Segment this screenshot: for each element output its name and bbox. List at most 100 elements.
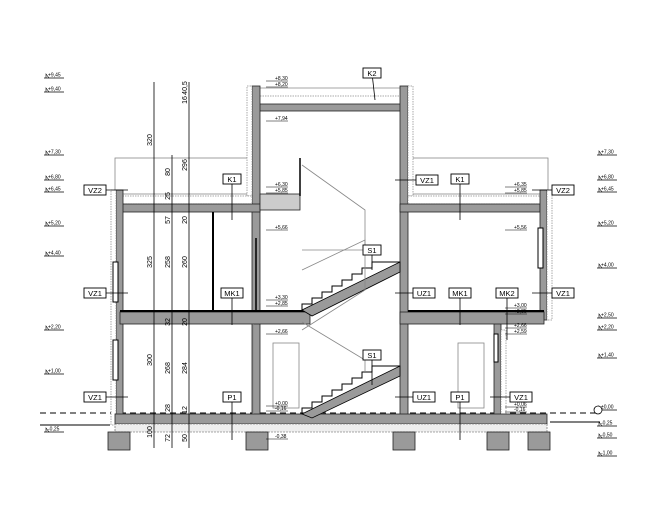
level-value: +2,50: [601, 313, 614, 319]
element-tag: MK1: [220, 287, 244, 325]
level-value: -0,25: [601, 421, 613, 427]
tag-label: K1: [227, 175, 236, 184]
tag-box: [362, 67, 382, 79]
level-marker: -1,00: [597, 451, 617, 457]
footing: [527, 431, 551, 451]
spot-level-value: +6,35: [514, 182, 527, 188]
level-marker: +1,40: [597, 353, 617, 359]
exterior-wall-right-lower-insulation: [500, 329, 507, 426]
spot-level: +8,30: [266, 76, 288, 82]
spot-level-value: -0,16: [275, 406, 287, 412]
dimension-value: 80: [165, 168, 172, 176]
element-tag: VZ1: [532, 287, 575, 299]
level-triangle-icon: [45, 427, 50, 433]
tag-label: VZ2: [88, 186, 102, 195]
level-marker: +5,20: [44, 221, 64, 227]
element-tag: K2: [362, 67, 382, 101]
level-value: +6,45: [48, 187, 61, 193]
tag-label: VZ1: [420, 176, 434, 185]
dimension-value: 325: [147, 256, 154, 268]
spot-level-value: +2,66: [275, 329, 288, 335]
dimension-value: 50: [182, 434, 189, 442]
level-triangle-icon: [598, 353, 603, 359]
tag-label: VZ1: [88, 289, 102, 298]
tag-box: [412, 287, 436, 299]
tag-label: MK2: [499, 289, 514, 298]
dimension-value: 25: [165, 192, 172, 200]
level-value: +9,40: [48, 87, 61, 93]
spot-level: +5,85: [266, 188, 288, 194]
stair-hidden-middle: [301, 321, 366, 372]
footing: [486, 431, 510, 451]
element-tag: K1: [450, 173, 470, 220]
level-triangle-icon: [598, 313, 603, 319]
level-value: +6,80: [48, 175, 61, 181]
tower-wall-left-insulation: [246, 85, 253, 197]
tag-box: [415, 174, 439, 186]
spot-level: -0,16: [266, 406, 288, 412]
spot-level-value: +6,30: [275, 182, 288, 188]
level-triangle-icon: [598, 325, 603, 331]
spot-level-value: +8,20: [275, 82, 288, 88]
dimension-value: 57: [165, 216, 172, 224]
level-marker: +6,80: [597, 175, 617, 181]
exterior-wall-left-insulation: [110, 189, 117, 426]
tag-box: [448, 287, 472, 299]
tag-box: [83, 287, 107, 299]
level-value: -0,25: [48, 427, 60, 433]
spot-level: +2,66: [505, 323, 527, 329]
tag-label: K1: [455, 175, 464, 184]
tag-label: VZ1: [556, 289, 570, 298]
spot-level: +8,20: [266, 82, 288, 88]
level-marker: +2,20: [44, 325, 64, 331]
roof-slab-concrete: [249, 103, 409, 112]
stair-flight-upper: [301, 261, 401, 317]
level-value: ±0,00: [601, 405, 614, 411]
dimension-value: 100: [147, 426, 154, 438]
level-value: +2,20: [48, 325, 61, 331]
level-triangle-icon: [45, 251, 50, 257]
level-triangle-icon: [45, 325, 50, 331]
level-marker: +7,30: [597, 150, 617, 156]
level-value: +6,45: [601, 187, 614, 193]
element-tag: S1: [362, 349, 382, 385]
tag-box: [509, 391, 533, 403]
spot-level-value: +2,66: [514, 323, 527, 329]
dimension-value: 284: [182, 362, 189, 374]
level-marker: -0,25: [44, 427, 64, 433]
level-marker: -0,25: [597, 421, 617, 427]
element-tag: VZ2: [83, 184, 128, 196]
terrace-slab-left: [119, 203, 261, 213]
spot-level: -0,38: [266, 434, 288, 440]
level-triangle-icon: [598, 263, 603, 269]
dimension-value: 20: [182, 216, 189, 224]
tag-box: [450, 391, 470, 403]
level-triangle-icon: [45, 175, 50, 181]
tag-label: UZ1: [417, 393, 431, 402]
spot-level-value: +2,85: [275, 301, 288, 307]
spot-level-value: +5,66: [275, 225, 288, 231]
level-value: +7,30: [601, 150, 614, 156]
tag-box: [450, 173, 470, 185]
footing: [107, 431, 131, 451]
spot-level: +0,06: [505, 402, 527, 408]
dimension-value: 268: [165, 362, 172, 374]
level-marker: +9,45: [44, 73, 64, 79]
spot-level: +5,85: [505, 188, 527, 194]
tag-box: [83, 184, 107, 196]
spot-level-value: +7,94: [275, 116, 288, 122]
level-triangle-icon: [598, 150, 603, 156]
window-right-lower: [493, 333, 499, 363]
tag-label: K2: [367, 69, 376, 78]
spot-level: +6,35: [505, 182, 527, 188]
level-value: +1,40: [601, 353, 614, 359]
stair-outline: [301, 239, 366, 331]
floor-slab-first-left: [119, 311, 311, 325]
element-tag: S1: [362, 244, 382, 270]
spot-level-value: +5,56: [514, 225, 527, 231]
spot-level-value: +8,30: [275, 76, 288, 82]
dimension-value: 16: [182, 96, 189, 104]
level-value: +9,45: [48, 73, 61, 79]
spot-level-value: +0,06: [514, 402, 527, 408]
